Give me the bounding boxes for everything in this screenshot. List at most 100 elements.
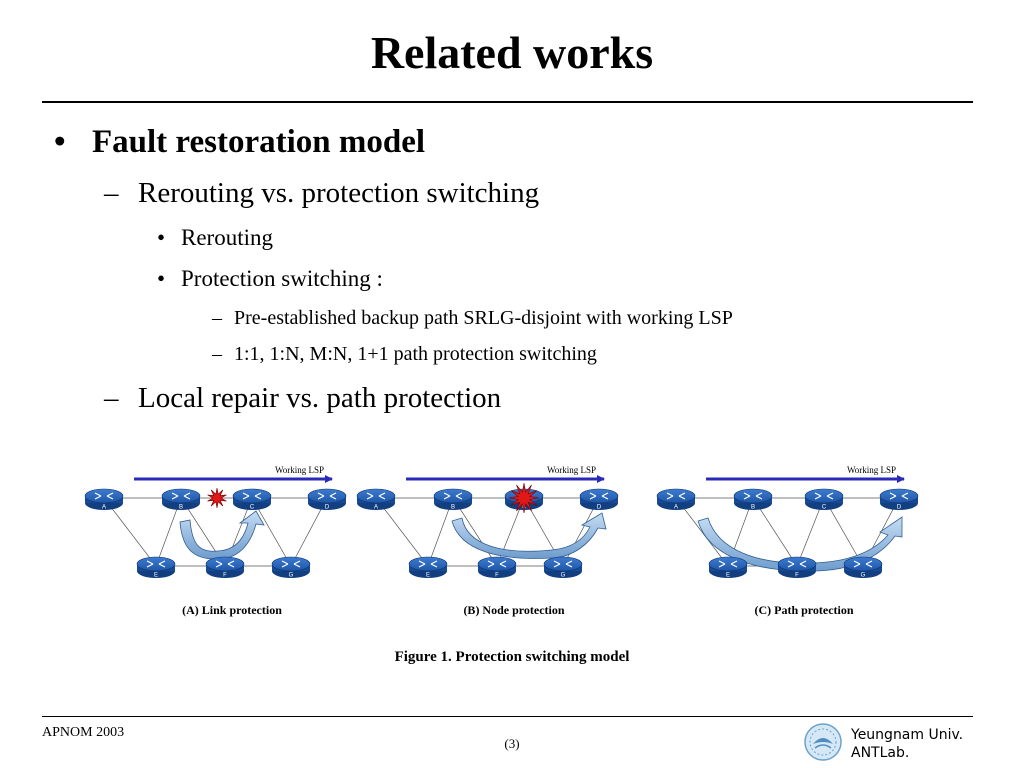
router-label: C [822, 505, 827, 511]
working-lsp-label: Working LSP [847, 465, 896, 475]
router-arrows-icon [553, 560, 573, 568]
page-number: (3) [504, 736, 520, 751]
router-label: G [561, 573, 566, 579]
caption-path-protection: (C) Path protection [754, 603, 854, 617]
router-node-a: A [656, 488, 696, 511]
bullet-marker: • [157, 225, 166, 250]
protection-switching-figure: Working LSP A B C D E F G Working LSP A B C D E F G Wo… [84, 465, 919, 579]
bullet-marker: • [54, 124, 66, 160]
bullet-marker: • [157, 266, 166, 291]
router-arrows-icon [171, 492, 191, 500]
working-lsp-label: Working LSP [275, 465, 324, 475]
footer-conference: APNOM 2003 [42, 725, 125, 740]
router-arrows-icon [146, 560, 166, 568]
main-bullet: • Fault restoration model [54, 124, 425, 161]
panel-path-protection: Working LSP A B C D E F G [656, 465, 919, 579]
item-text: Rerouting [181, 225, 273, 250]
router-label: G [289, 573, 294, 579]
router-label: F [795, 573, 799, 579]
router-arrows-icon [418, 560, 438, 568]
router-node-c: C [804, 488, 844, 511]
router-label: D [597, 505, 602, 511]
sub-bullet-text: Rerouting vs. protection switching [138, 177, 540, 209]
router-arrows-icon [443, 492, 463, 500]
router-node-g: G [543, 556, 583, 579]
router-node-f: F [777, 556, 817, 579]
sub-bullet-rerouting-vs-protection: –Rerouting vs. protection switching [104, 177, 539, 210]
router-node-d: D [307, 488, 347, 511]
router-arrows-icon [853, 560, 873, 568]
fault-burst-icon [508, 482, 540, 514]
router-arrows-icon [666, 492, 686, 500]
detail-text: 1:1, 1:N, M:N, 1+1 path protection switc… [234, 343, 597, 365]
router-arrows-icon [889, 492, 909, 500]
network-link [375, 497, 429, 567]
router-arrows-icon [787, 560, 807, 568]
router-node-c: C [232, 488, 272, 511]
item-rerouting: • Rerouting [157, 225, 273, 251]
router-node-e: E [408, 556, 448, 579]
router-node-e: E [136, 556, 176, 579]
backup-path-arrow [697, 516, 903, 572]
router-label: A [102, 505, 106, 511]
working-lsp-label: Working LSP [547, 465, 596, 475]
router-label: G [861, 573, 866, 579]
panel-link-protection: Working LSP A B C D E F G [84, 465, 347, 579]
router-label: B [751, 505, 755, 511]
org-line-2: ANTLab. [851, 745, 910, 761]
router-node-a: A [356, 488, 396, 511]
router-label: E [726, 573, 730, 579]
dash-marker: – [104, 177, 119, 209]
figure-caption: Figure 1. Protection switching model [394, 649, 630, 665]
router-label: E [426, 573, 430, 579]
router-arrows-icon [94, 492, 114, 500]
router-node-b: B [161, 488, 201, 511]
router-arrows-icon [317, 492, 337, 500]
router-arrows-icon [281, 560, 301, 568]
router-label: E [154, 573, 158, 579]
item-text: Protection switching : [181, 266, 383, 291]
router-node-b: B [733, 488, 773, 511]
router-arrows-icon [743, 492, 763, 500]
router-node-f: F [205, 556, 245, 579]
router-label: A [374, 505, 378, 511]
network-link [675, 497, 729, 567]
fault-burst-icon [207, 487, 227, 509]
footer-divider [42, 716, 973, 717]
router-arrows-icon [718, 560, 738, 568]
router-arrows-icon [589, 492, 609, 500]
sub-bullet-text: Local repair vs. path protection [138, 382, 502, 414]
organization-name: Yeungnam Univ. ANTLab. [851, 726, 963, 762]
router-label: C [250, 505, 255, 511]
router-node-f: F [477, 556, 517, 579]
backup-path-arrow [179, 510, 265, 560]
dash-marker: – [104, 382, 119, 414]
dash-marker: – [212, 307, 222, 329]
router-label: D [897, 505, 902, 511]
router-node-d: D [579, 488, 619, 511]
backup-path-arrow [451, 512, 607, 559]
router-label: A [674, 505, 678, 511]
caption-link-protection: (A) Link protection [182, 603, 282, 617]
router-node-a: A [84, 488, 124, 511]
title-divider [42, 101, 973, 103]
main-bullet-text: Fault restoration model [92, 124, 426, 160]
router-node-g: G [843, 556, 883, 579]
item-protection-switching: • Protection switching : [157, 266, 383, 292]
detail-backup-path: –Pre-established backup path SRLG-disjoi… [212, 307, 733, 330]
detail-text: Pre-established backup path SRLG-disjoin… [234, 307, 733, 329]
detail-protection-types: –1:1, 1:N, M:N, 1+1 path protection swit… [212, 343, 597, 366]
router-label: B [451, 505, 455, 511]
router-arrows-icon [487, 560, 507, 568]
router-label: B [179, 505, 183, 511]
dash-marker: – [212, 343, 222, 365]
caption-node-protection: (B) Node protection [463, 603, 565, 617]
router-node-b: B [433, 488, 473, 511]
slide-title: Related works [370, 27, 654, 78]
router-label: F [223, 573, 227, 579]
org-line-1: Yeungnam Univ. [851, 727, 964, 743]
router-node-d: D [879, 488, 919, 511]
router-node-e: E [708, 556, 748, 579]
network-link [103, 497, 157, 567]
